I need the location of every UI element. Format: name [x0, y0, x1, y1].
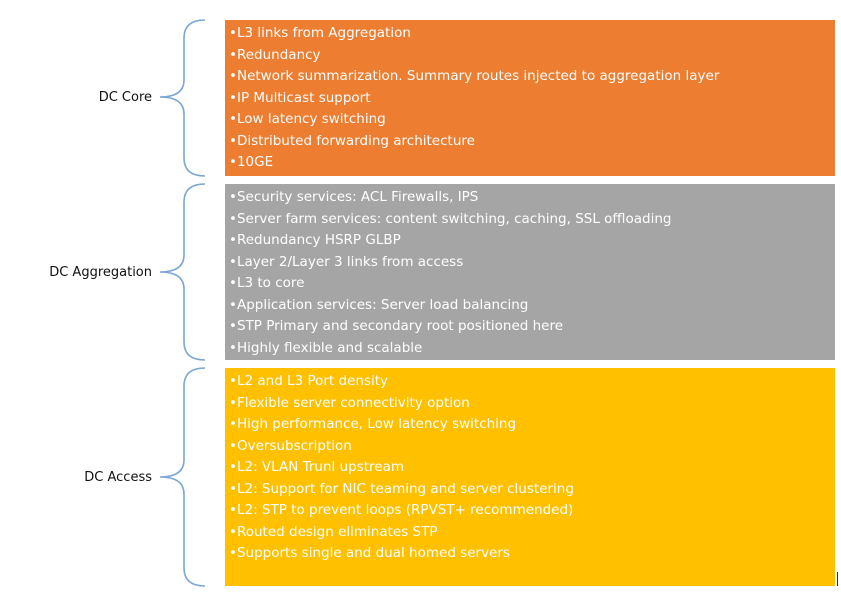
- dc-access-label: DC Access: [84, 470, 152, 485]
- text-cursor: [837, 572, 838, 586]
- dc-aggregation-box: Security services: ACL Firewalls, IPS Se…: [225, 184, 835, 360]
- access-item: L2: Support for NIC teaming and server c…: [229, 479, 835, 501]
- dc-access-box: L2 and L3 Port density Flexible server c…: [225, 368, 835, 586]
- aggregation-item: Highly flexible and scalable: [229, 338, 835, 360]
- core-item: 10GE: [229, 152, 835, 174]
- core-item: Distributed forwarding architecture: [229, 131, 835, 153]
- access-item: Routed design eliminates STP: [229, 522, 835, 544]
- aggregation-item: Redundancy HSRP GLBP: [229, 230, 835, 252]
- access-item: Supports single and dual homed servers: [229, 543, 835, 565]
- access-item: Oversubscription: [229, 436, 835, 458]
- aggregation-item: Layer 2/Layer 3 links from access: [229, 252, 835, 274]
- dc-access-list: L2 and L3 Port density Flexible server c…: [229, 371, 835, 565]
- aggregation-item: Server farm services: content switching,…: [229, 209, 835, 231]
- dc-core-list: L3 links from Aggregation Redundancy Net…: [229, 23, 835, 174]
- access-item: L2: VLAN Trunl upstream: [229, 457, 835, 479]
- core-item: IP Multicast support: [229, 88, 835, 110]
- aggregation-item: Security services: ACL Firewalls, IPS: [229, 187, 835, 209]
- dc-aggregation-label: DC Aggregation: [49, 265, 152, 280]
- access-item: L2: STP to prevent loops (RPVST+ recomme…: [229, 500, 835, 522]
- access-item: High performance, Low latency switching: [229, 414, 835, 436]
- access-brace: [159, 367, 206, 587]
- core-item: Low latency switching: [229, 109, 835, 131]
- aggregation-item: Application services: Server load balanc…: [229, 295, 835, 317]
- core-item: Redundancy: [229, 45, 835, 67]
- dc-aggregation-list: Security services: ACL Firewalls, IPS Se…: [229, 187, 835, 359]
- core-brace: [159, 19, 206, 177]
- access-item: L2 and L3 Port density: [229, 371, 835, 393]
- core-item: Network summarization. Summary routes in…: [229, 66, 835, 88]
- aggregation-brace: [159, 183, 206, 361]
- dc-core-label: DC Core: [98, 90, 152, 105]
- core-item: L3 links from Aggregation: [229, 23, 835, 45]
- aggregation-item: STP Primary and secondary root positione…: [229, 316, 835, 338]
- access-item: Flexible server connectivity option: [229, 393, 835, 415]
- dc-core-box: L3 links from Aggregation Redundancy Net…: [225, 20, 835, 176]
- aggregation-item: L3 to core: [229, 273, 835, 295]
